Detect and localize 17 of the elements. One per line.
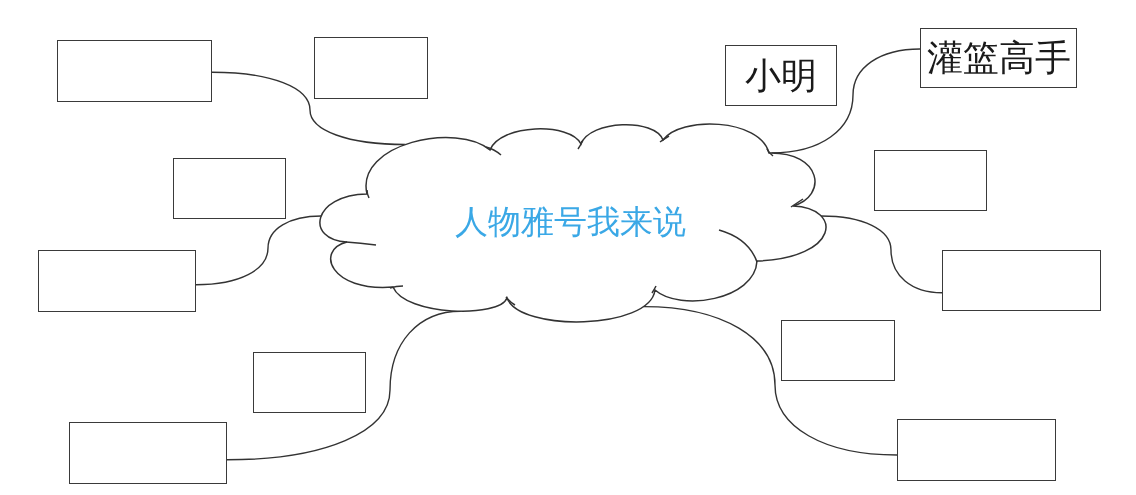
connector-line bbox=[195, 215, 322, 286]
answer-box bbox=[314, 37, 428, 99]
answer-box: 小明 bbox=[725, 45, 837, 106]
answer-box bbox=[942, 250, 1101, 311]
answer-box bbox=[781, 320, 895, 381]
answer-box bbox=[38, 250, 196, 312]
topic-text: 人物雅号我来说 bbox=[454, 204, 686, 241]
answer-box: 灌篮高手 bbox=[920, 28, 1077, 88]
answer-box bbox=[173, 158, 286, 219]
answer-box bbox=[874, 150, 987, 211]
answer-box bbox=[57, 40, 212, 102]
answer-box bbox=[69, 422, 227, 484]
connector-line bbox=[211, 71, 406, 146]
answer-box bbox=[897, 419, 1056, 481]
connector-line bbox=[820, 215, 943, 294]
answer-box bbox=[253, 352, 366, 413]
connector-line bbox=[642, 305, 898, 456]
